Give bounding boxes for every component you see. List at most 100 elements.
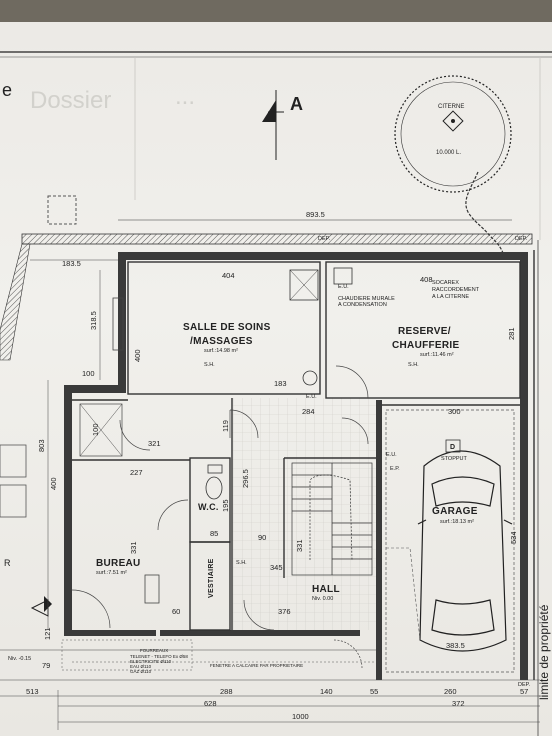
note-dep-bottom: DEP. [518, 682, 531, 688]
note-dep-right: DEP. [515, 236, 528, 242]
note-eu-2: E.U. [306, 394, 317, 400]
d227-label: 227 [130, 468, 143, 477]
d534-label: 534 [509, 531, 518, 544]
d296-label: 296.5 [241, 469, 250, 488]
dim-top-total: 893.5 [306, 210, 325, 219]
raccord-line-3: EAU Ø110 [130, 664, 152, 669]
citerne-tank: CITERNE 10.000 L. [394, 75, 512, 259]
outdoor-marker [47, 195, 77, 225]
top-left-label: 183.5 [62, 259, 81, 268]
washbasin [302, 370, 318, 386]
note-level-outside: Niv. -0.15 [8, 656, 31, 662]
left-121-label: 121 [43, 627, 52, 640]
d60-label: 60 [172, 607, 180, 616]
interior-walls [72, 261, 521, 631]
d85-label: 85 [210, 529, 218, 538]
d195-label: 195 [221, 499, 230, 512]
salle-name-1: SALLE DE SOINS [183, 322, 271, 333]
d383-label: 383.5 [446, 641, 465, 650]
section-marker: A [262, 90, 303, 160]
bottom-288-label: 288 [220, 687, 233, 696]
bottom-513-label: 513 [26, 687, 39, 696]
bottom-140-label: 140 [320, 687, 333, 696]
edge-letter: e [2, 80, 12, 100]
bottom-372-label: 372 [452, 699, 465, 708]
stopput-label: STOPPUT [441, 456, 468, 462]
left-100a-label: 100 [82, 369, 95, 378]
gas-pipe [465, 171, 506, 259]
note-dep-top: DEP. [318, 236, 331, 242]
boundary-wall-top [21, 233, 533, 245]
ghost-header-right: ... [175, 83, 195, 110]
label-label: D [450, 444, 455, 451]
note-ep-garage: E.P. [390, 466, 400, 472]
bottom-628-label: 628 [204, 699, 217, 708]
bottom-55-label: 55 [370, 687, 378, 696]
reserve-name-1: RESERVE/ [398, 326, 451, 337]
note-socarex-3: A LA CITERNE [432, 294, 469, 300]
left-100b-label: 100 [91, 423, 100, 436]
sink [333, 267, 353, 285]
d90-label: 90 [258, 533, 266, 542]
bottom-260-label: 260 [444, 687, 457, 696]
note-sh-salle: S.H. [204, 362, 215, 368]
raccord-line-4: GAZ Ø110 [130, 669, 152, 674]
bottom-1000-label: 1000 [292, 712, 309, 721]
note-compteur: FENETRE A CALCAIRE PAR PROPRIETAIRE [210, 663, 303, 668]
salle-name-2: /MASSAGES [190, 336, 253, 347]
raccord-title: FOURREAUX [140, 648, 168, 653]
note-eu-garage: E.U. [386, 452, 397, 458]
reserve-name-2: CHAUFFERIE [392, 340, 459, 351]
d284-label: 284 [302, 407, 315, 416]
note-sh-reserve: S.H. [408, 362, 419, 368]
salle-width-label: 404 [222, 271, 235, 280]
bureau-area: surf.:7.51 m² [96, 570, 127, 576]
desk-block [144, 574, 160, 604]
vestiaire-name: VESTIAIRE [208, 558, 215, 598]
hall-floor-tiles [232, 398, 376, 630]
section-label: A [290, 94, 303, 114]
exterior-walls [64, 252, 528, 680]
edge-letter-left: R [4, 558, 11, 568]
hall-name: HALL [312, 584, 340, 595]
doors [71, 365, 369, 669]
toilet [205, 476, 223, 500]
note-chaudiere-2: A CONDENSATION [338, 302, 387, 308]
d300-label: 300 [448, 407, 461, 416]
bureau-name: BUREAU [96, 558, 141, 569]
reserve-width-label: 408 [420, 275, 433, 284]
boundary-wall-left [0, 243, 31, 361]
d183-label: 183 [274, 379, 287, 388]
salle-400-label: 400 [133, 349, 142, 362]
stopput-block [445, 439, 461, 453]
bottom-57-label: 57 [520, 687, 528, 696]
ghost-header-left: Dossier [30, 87, 111, 114]
salle-area: surf.:14.98 m² [204, 348, 238, 354]
side-note: limite de propriété [537, 604, 551, 700]
left-803-label: 803 [37, 439, 46, 452]
hall-level: Niv. 0.00 [312, 596, 333, 602]
reserve-area: surf.:11.46 m² [420, 352, 454, 358]
raccord-line-2: ELECTRICITE Ø110 [130, 659, 172, 664]
reserve-height-label: 281 [507, 327, 516, 340]
staircase [291, 462, 373, 576]
note-socarex-2: RACCORDEMENT [432, 287, 480, 293]
left-318-label: 318.5 [89, 311, 98, 330]
note-eu: E.U. [338, 284, 349, 290]
note-sh-hall: S.H. [236, 560, 247, 566]
note-socarex: SOCAREX [432, 280, 459, 286]
shower-tray [289, 269, 319, 301]
d345-label: 345 [270, 563, 283, 572]
d119-label: 119 [221, 420, 230, 432]
d79-label: 79 [42, 661, 50, 670]
garage-name: GARAGE [432, 506, 478, 517]
car [417, 450, 513, 652]
d321-label: 321 [148, 439, 161, 448]
d331a-label: 331 [129, 541, 138, 554]
left-400-label: 400 [49, 477, 58, 490]
citerne-capacity: 10.000 L. [436, 150, 461, 156]
citerne-label: CITERNE [438, 104, 464, 110]
window-left [112, 297, 124, 351]
garage-area: surf.:18.13 m² [440, 519, 474, 525]
